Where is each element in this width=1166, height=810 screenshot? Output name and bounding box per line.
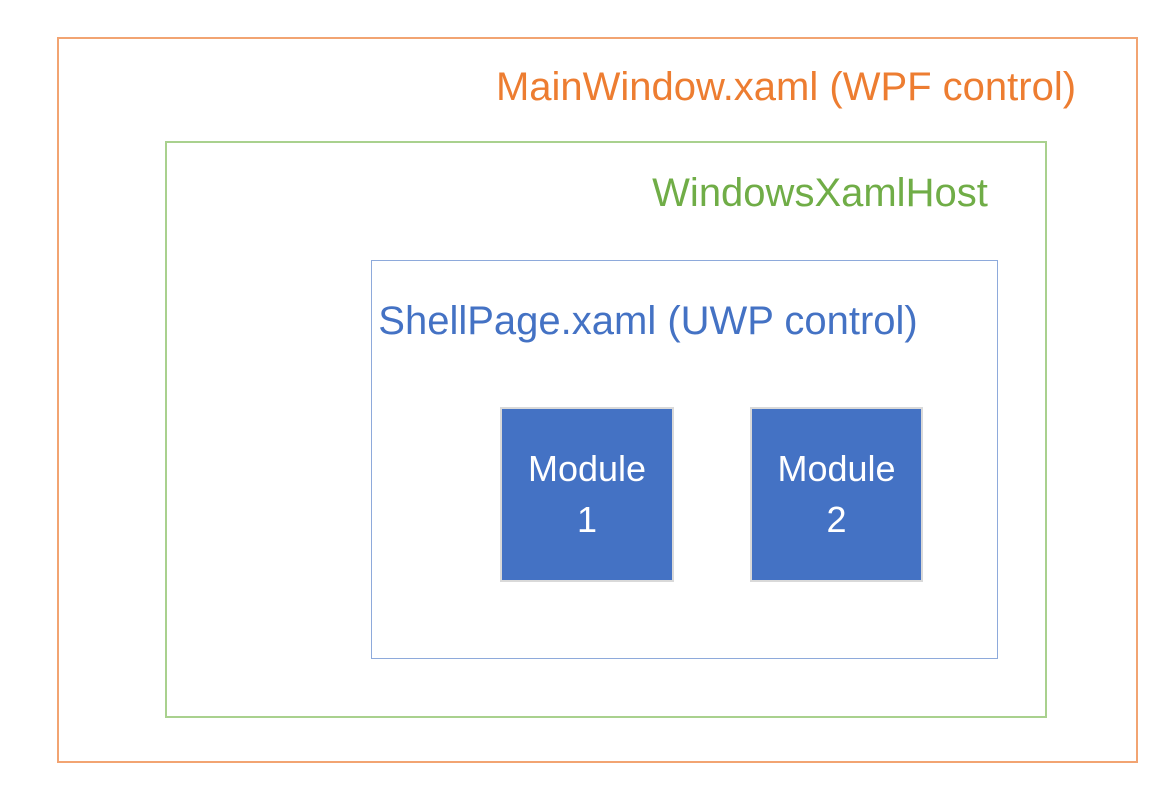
module-2-label-line1: Module	[777, 448, 896, 490]
module-1-label-line1: Module	[527, 448, 647, 490]
module-1-box: Module 1	[500, 407, 674, 582]
windowsxamlhost-label: WindowsXamlHost	[652, 171, 988, 215]
shellpage-uwp-label: ShellPage.xaml (UWP control)	[378, 299, 918, 343]
module-2-box: Module 2	[750, 407, 923, 582]
module-1-label-line2: 1	[576, 498, 597, 540]
module-2-label: Module 2	[777, 444, 895, 545]
module-2-label-line2: 2	[826, 498, 847, 540]
shellpage-uwp-box	[371, 260, 998, 659]
mainwindow-wpf-box	[57, 37, 1138, 763]
mainwindow-wpf-label: MainWindow.xaml (WPF control)	[495, 65, 1077, 109]
windowsxamlhost-box	[165, 141, 1047, 718]
module-1-label: Module 1	[528, 444, 646, 545]
